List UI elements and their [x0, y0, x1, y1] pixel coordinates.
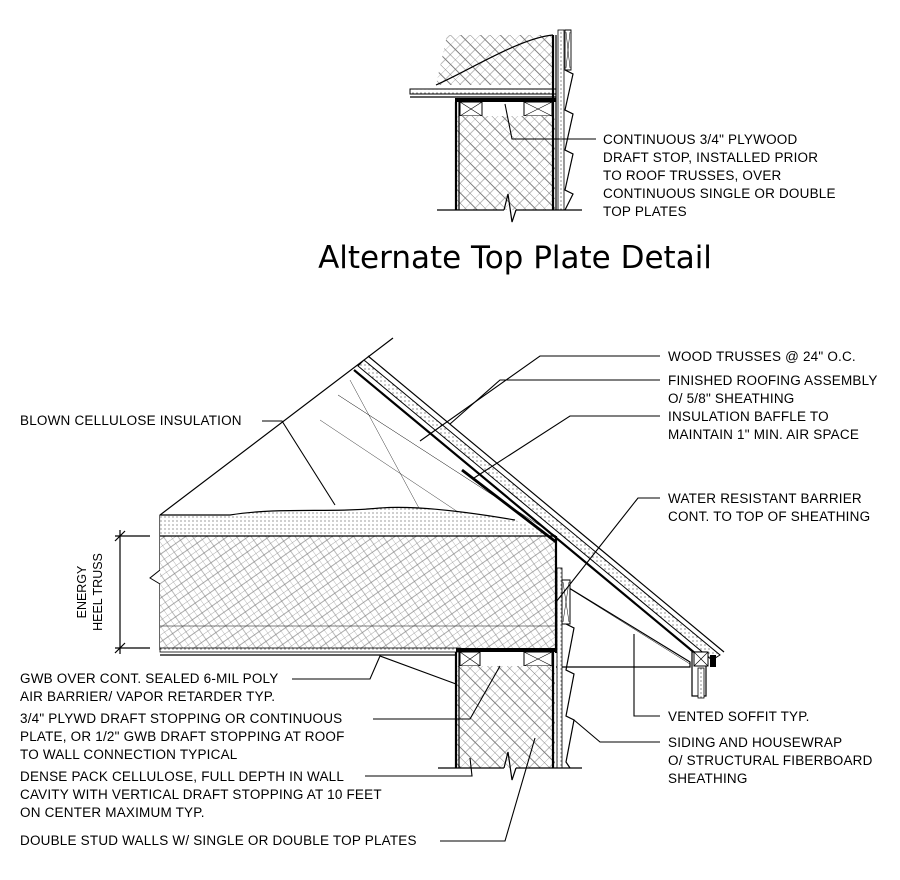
callout-gwb: AIR BARRIER/ VAPOR RETARDER TYP.: [20, 689, 275, 704]
callout-wrb: CONT. TO TOP OF SHEATHING: [668, 509, 870, 524]
callout-roofing: O/ 5/8" SHEATHING: [668, 391, 794, 406]
energy-heel-dimension-label: ENERGY HEEL TRUSS: [75, 553, 105, 631]
callout-blown-cellulose: BLOWN CELLULOSE INSULATION: [20, 413, 242, 428]
callout-line: TOP PLATES: [603, 204, 687, 219]
callout-baffle: MAINTAIN 1" MIN. AIR SPACE: [668, 427, 859, 442]
callout-double-stud: DOUBLE STUD WALLS W/ SINGLE OR DOUBLE TO…: [20, 833, 417, 848]
main-detail-drawing: [114, 337, 725, 781]
dimension-label-line: ENERGY: [75, 565, 89, 618]
callout-baffle: INSULATION BAFFLE TO: [668, 409, 829, 424]
callout-soffit: VENTED SOFFIT TYP.: [668, 709, 810, 724]
callout-siding: SIDING AND HOUSEWRAP: [668, 735, 842, 750]
callout-line: CONTINUOUS SINGLE OR DOUBLE: [603, 186, 836, 201]
callout-roofing: FINISHED ROOFING ASSEMBLY: [668, 373, 878, 388]
callout-line: DRAFT STOP, INSTALLED PRIOR: [603, 150, 818, 165]
alternate-top-plate-drawing: [409, 29, 596, 223]
callout-dense-pack: CAVITY WITH VERTICAL DRAFT STOPPING AT 1…: [20, 787, 382, 802]
callout-line: TO ROOF TRUSSES, OVER: [603, 168, 782, 183]
callout-dense-pack: ON CENTER MAXIMUM TYP.: [20, 805, 205, 820]
callout-gwb: GWB OVER CONT. SEALED 6-MIL POLY: [20, 671, 278, 686]
leader-lines: [262, 355, 660, 842]
callout-draft-stopping: TO WALL CONNECTION TYPICAL: [20, 747, 238, 762]
callout-trusses: WOOD TRUSSES @ 24" O.C.: [668, 349, 856, 364]
callout-draft-stopping: 3/4" PLYWD DRAFT STOPPING OR CONTINUOUS: [20, 711, 342, 726]
top-callout: CONTINUOUS 3/4" PLYWOOD DRAFT STOP, INST…: [603, 132, 836, 219]
callout-wrb: WATER RESISTANT BARRIER: [668, 491, 862, 506]
callout-draft-stopping: PLATE, OR 1/2" GWB DRAFT STOPPING AT ROO…: [20, 729, 345, 744]
right-callouts: WOOD TRUSSES @ 24" O.C. FINISHED ROOFING…: [668, 349, 878, 786]
callout-dense-pack: DENSE PACK CELLULOSE, FULL DEPTH IN WALL: [20, 769, 344, 784]
callout-siding: SHEATHING: [668, 771, 748, 786]
callout-line: CONTINUOUS 3/4" PLYWOOD: [603, 132, 797, 147]
detail-title: Alternate Top Plate Detail: [318, 240, 712, 276]
callout-siding: O/ STRUCTURAL FIBERBOARD: [668, 753, 873, 768]
dimension-label-line: HEEL TRUSS: [91, 553, 105, 631]
left-callouts: BLOWN CELLULOSE INSULATION GWB OVER CONT…: [20, 413, 417, 848]
